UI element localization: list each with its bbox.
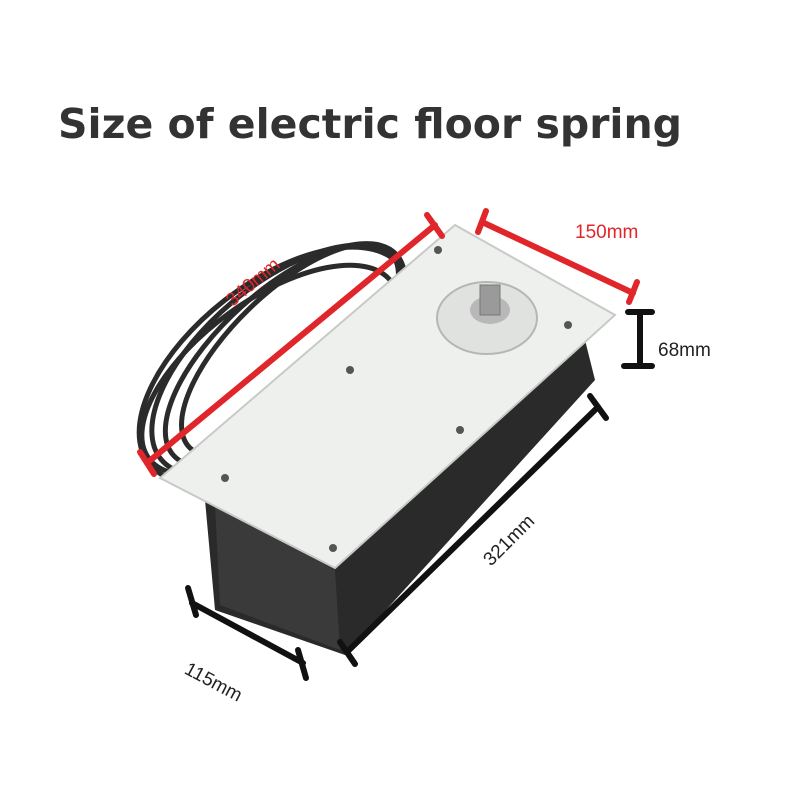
screws xyxy=(221,246,572,552)
dim-line-150 xyxy=(479,219,636,296)
page-title: Size of electric floor spring xyxy=(58,100,683,148)
dim-line-115 xyxy=(189,600,306,666)
dim-line-321 xyxy=(344,404,601,655)
red-dimension-lines xyxy=(137,208,640,477)
label-68mm: 68mm xyxy=(658,340,711,361)
dim-line-340 xyxy=(144,222,438,466)
spindle xyxy=(479,284,501,316)
label-150mm: 150mm xyxy=(575,222,639,243)
black-dimension-lines xyxy=(185,309,655,681)
